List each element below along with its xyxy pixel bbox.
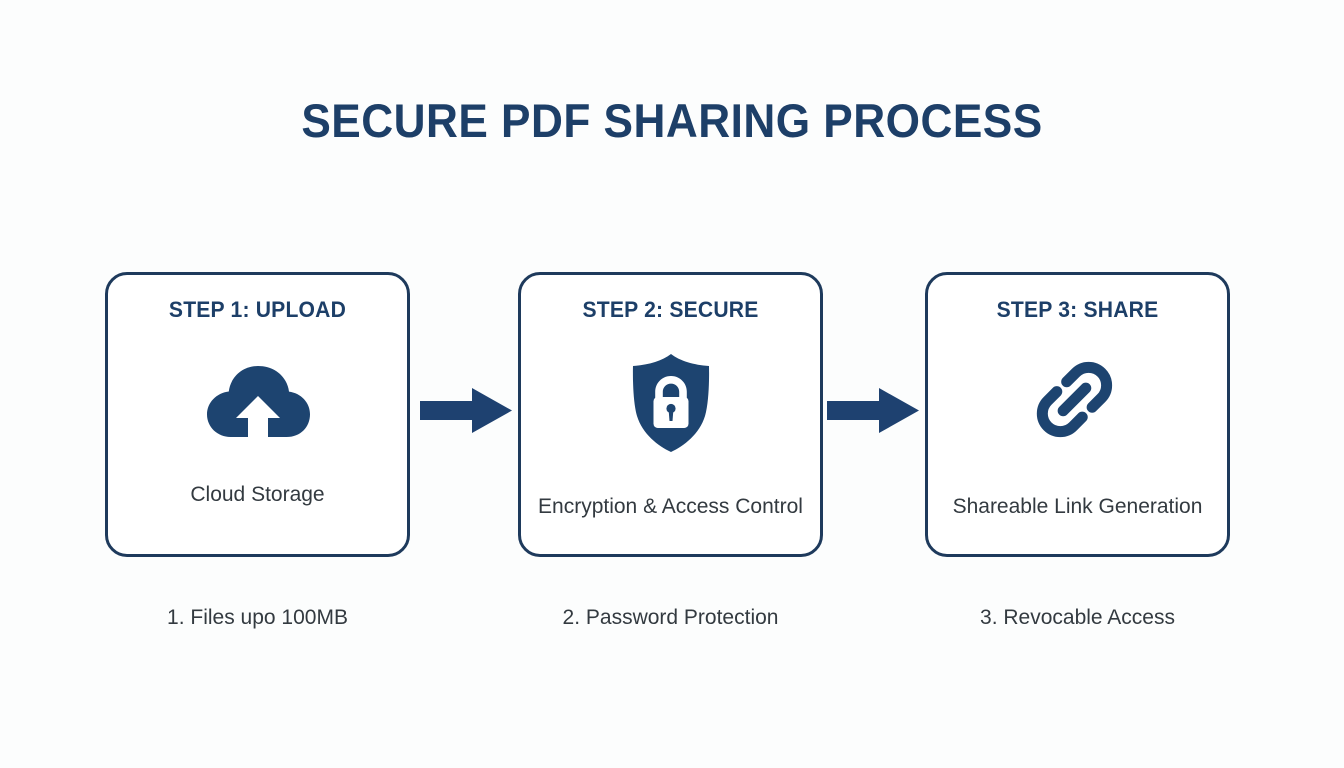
footnote-secure: 2. Password Protection — [562, 606, 779, 629]
step-card-caption: Cloud Storage — [190, 483, 325, 506]
step-card-heading: STEP 3: SHARE — [996, 297, 1159, 322]
step-card-secure[interactable]: STEP 2: SECURE Encryption & Access Contr… — [518, 272, 823, 557]
step-card-caption: Encryption & Access Control — [538, 495, 803, 518]
cloud-upload-icon — [108, 351, 407, 455]
footnote-share: 3. Revocable Access — [980, 606, 1175, 629]
page-title: SECURE PDF SHARING PROCESS — [301, 94, 1043, 147]
step-card-heading: STEP 1: UPLOAD — [168, 297, 347, 322]
step-card-caption: Shareable Link Generation — [952, 495, 1203, 518]
footnotes-row: 1. Files upo 100MB 2. Password Protectio… — [105, 606, 1238, 640]
arrow-step1-to-step2 — [420, 388, 512, 433]
steps-row: STEP 1: UPLOAD Cloud Storage STEP 2: SEC… — [105, 272, 1238, 563]
arrow-step2-to-step3 — [827, 388, 919, 433]
shield-lock-icon — [521, 351, 820, 455]
footnote-upload: 1. Files upo 100MB — [167, 606, 348, 629]
chain-link-icon — [928, 351, 1227, 455]
step-card-upload[interactable]: STEP 1: UPLOAD Cloud Storage — [105, 272, 410, 557]
step-card-heading: STEP 2: SECURE — [582, 297, 759, 322]
step-card-share[interactable]: STEP 3: SHARE Shareable Link Generation — [925, 272, 1230, 557]
